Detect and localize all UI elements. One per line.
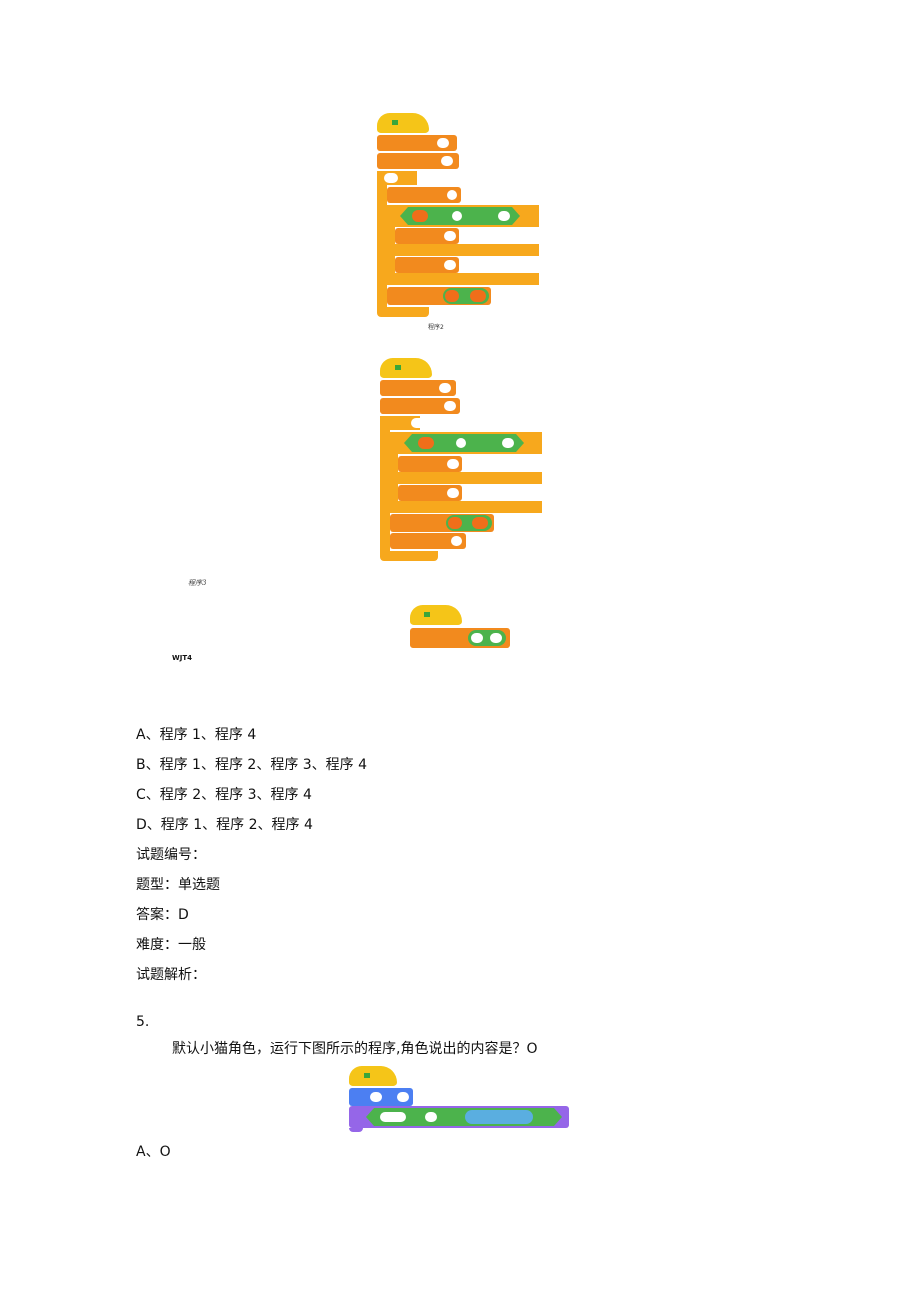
question-id-label: 试题编号：	[136, 847, 206, 863]
green-flag-icon	[364, 1073, 370, 1078]
value-pill	[451, 536, 462, 546]
set-variable-block	[377, 153, 459, 169]
repeat-end	[377, 307, 429, 317]
figure-caption: WJT4	[172, 654, 192, 662]
option-c: C、程序 2、程序 3、程序 4	[136, 787, 312, 803]
repeat-arm	[377, 185, 387, 310]
value-pill	[447, 488, 459, 498]
value-pill	[452, 211, 462, 221]
else-bar	[390, 472, 542, 484]
option-a: A、O	[136, 1144, 171, 1160]
value-pill	[456, 438, 466, 448]
change-variable-block	[390, 533, 466, 549]
if-end-bar	[390, 501, 542, 513]
value-pill	[425, 1112, 437, 1122]
analysis-label: 试题解析：	[136, 967, 206, 983]
option-a: A、程序 1、程序 4	[136, 727, 257, 743]
change-variable-block	[387, 187, 461, 203]
value-pill	[411, 418, 425, 428]
variable-reporter	[445, 290, 459, 302]
value-pill	[447, 459, 459, 469]
set-variable-block	[398, 485, 462, 501]
set-variable-block	[380, 398, 460, 414]
value-pill	[498, 211, 510, 221]
value-pill	[370, 1092, 382, 1102]
answer-label: 答案：D	[136, 907, 189, 923]
if-end-bar	[387, 273, 539, 285]
figure-caption: 程序3	[188, 579, 207, 587]
variable-reporter	[412, 210, 428, 222]
value-pill	[444, 260, 456, 270]
value-pill	[397, 1092, 409, 1102]
set-variable-block	[380, 380, 456, 396]
variable-reporter	[448, 517, 462, 529]
value-pill	[441, 156, 453, 166]
when-flag-clicked-block	[410, 605, 462, 625]
variable-reporter	[418, 437, 434, 449]
repeat-block	[380, 416, 420, 430]
option-d: D、程序 1、程序 2、程序 4	[136, 817, 313, 833]
when-flag-clicked-block	[377, 113, 429, 133]
repeat-end	[380, 551, 438, 561]
value-pill	[444, 231, 456, 241]
question-stem: 默认小猫角色，运行下图所示的程序,角色说出的内容是？O	[172, 1041, 538, 1057]
option-b: B、程序 1、程序 2、程序 3、程序 4	[136, 757, 368, 773]
question-type-label: 题型：单选题	[136, 877, 220, 893]
difficulty-label: 难度：一般	[136, 937, 206, 953]
else-bar	[387, 244, 539, 256]
green-flag-icon	[392, 120, 398, 125]
value-pill	[444, 401, 456, 411]
repeat-arm	[380, 430, 390, 555]
green-flag-icon	[395, 365, 401, 370]
question-number: 5.	[136, 1014, 150, 1030]
figure-caption: 程序2	[428, 324, 444, 331]
value-pill	[380, 1112, 406, 1122]
set-variable-block	[395, 228, 459, 244]
value-pill	[471, 633, 483, 643]
green-flag-icon	[424, 612, 430, 617]
value-pill	[439, 383, 451, 393]
set-variable-block	[395, 257, 459, 273]
value-pill	[384, 173, 398, 183]
value-pill	[502, 438, 514, 448]
say-block-bottom	[349, 1128, 363, 1132]
value-pill	[447, 190, 457, 200]
when-flag-clicked-block	[380, 358, 432, 378]
value-pill	[437, 138, 449, 148]
variable-reporter	[472, 517, 488, 529]
variable-reporter	[470, 290, 486, 302]
sensing-reporter	[465, 1110, 533, 1124]
value-pill	[490, 633, 502, 643]
when-flag-clicked-block	[349, 1066, 397, 1086]
set-variable-block	[398, 456, 462, 472]
